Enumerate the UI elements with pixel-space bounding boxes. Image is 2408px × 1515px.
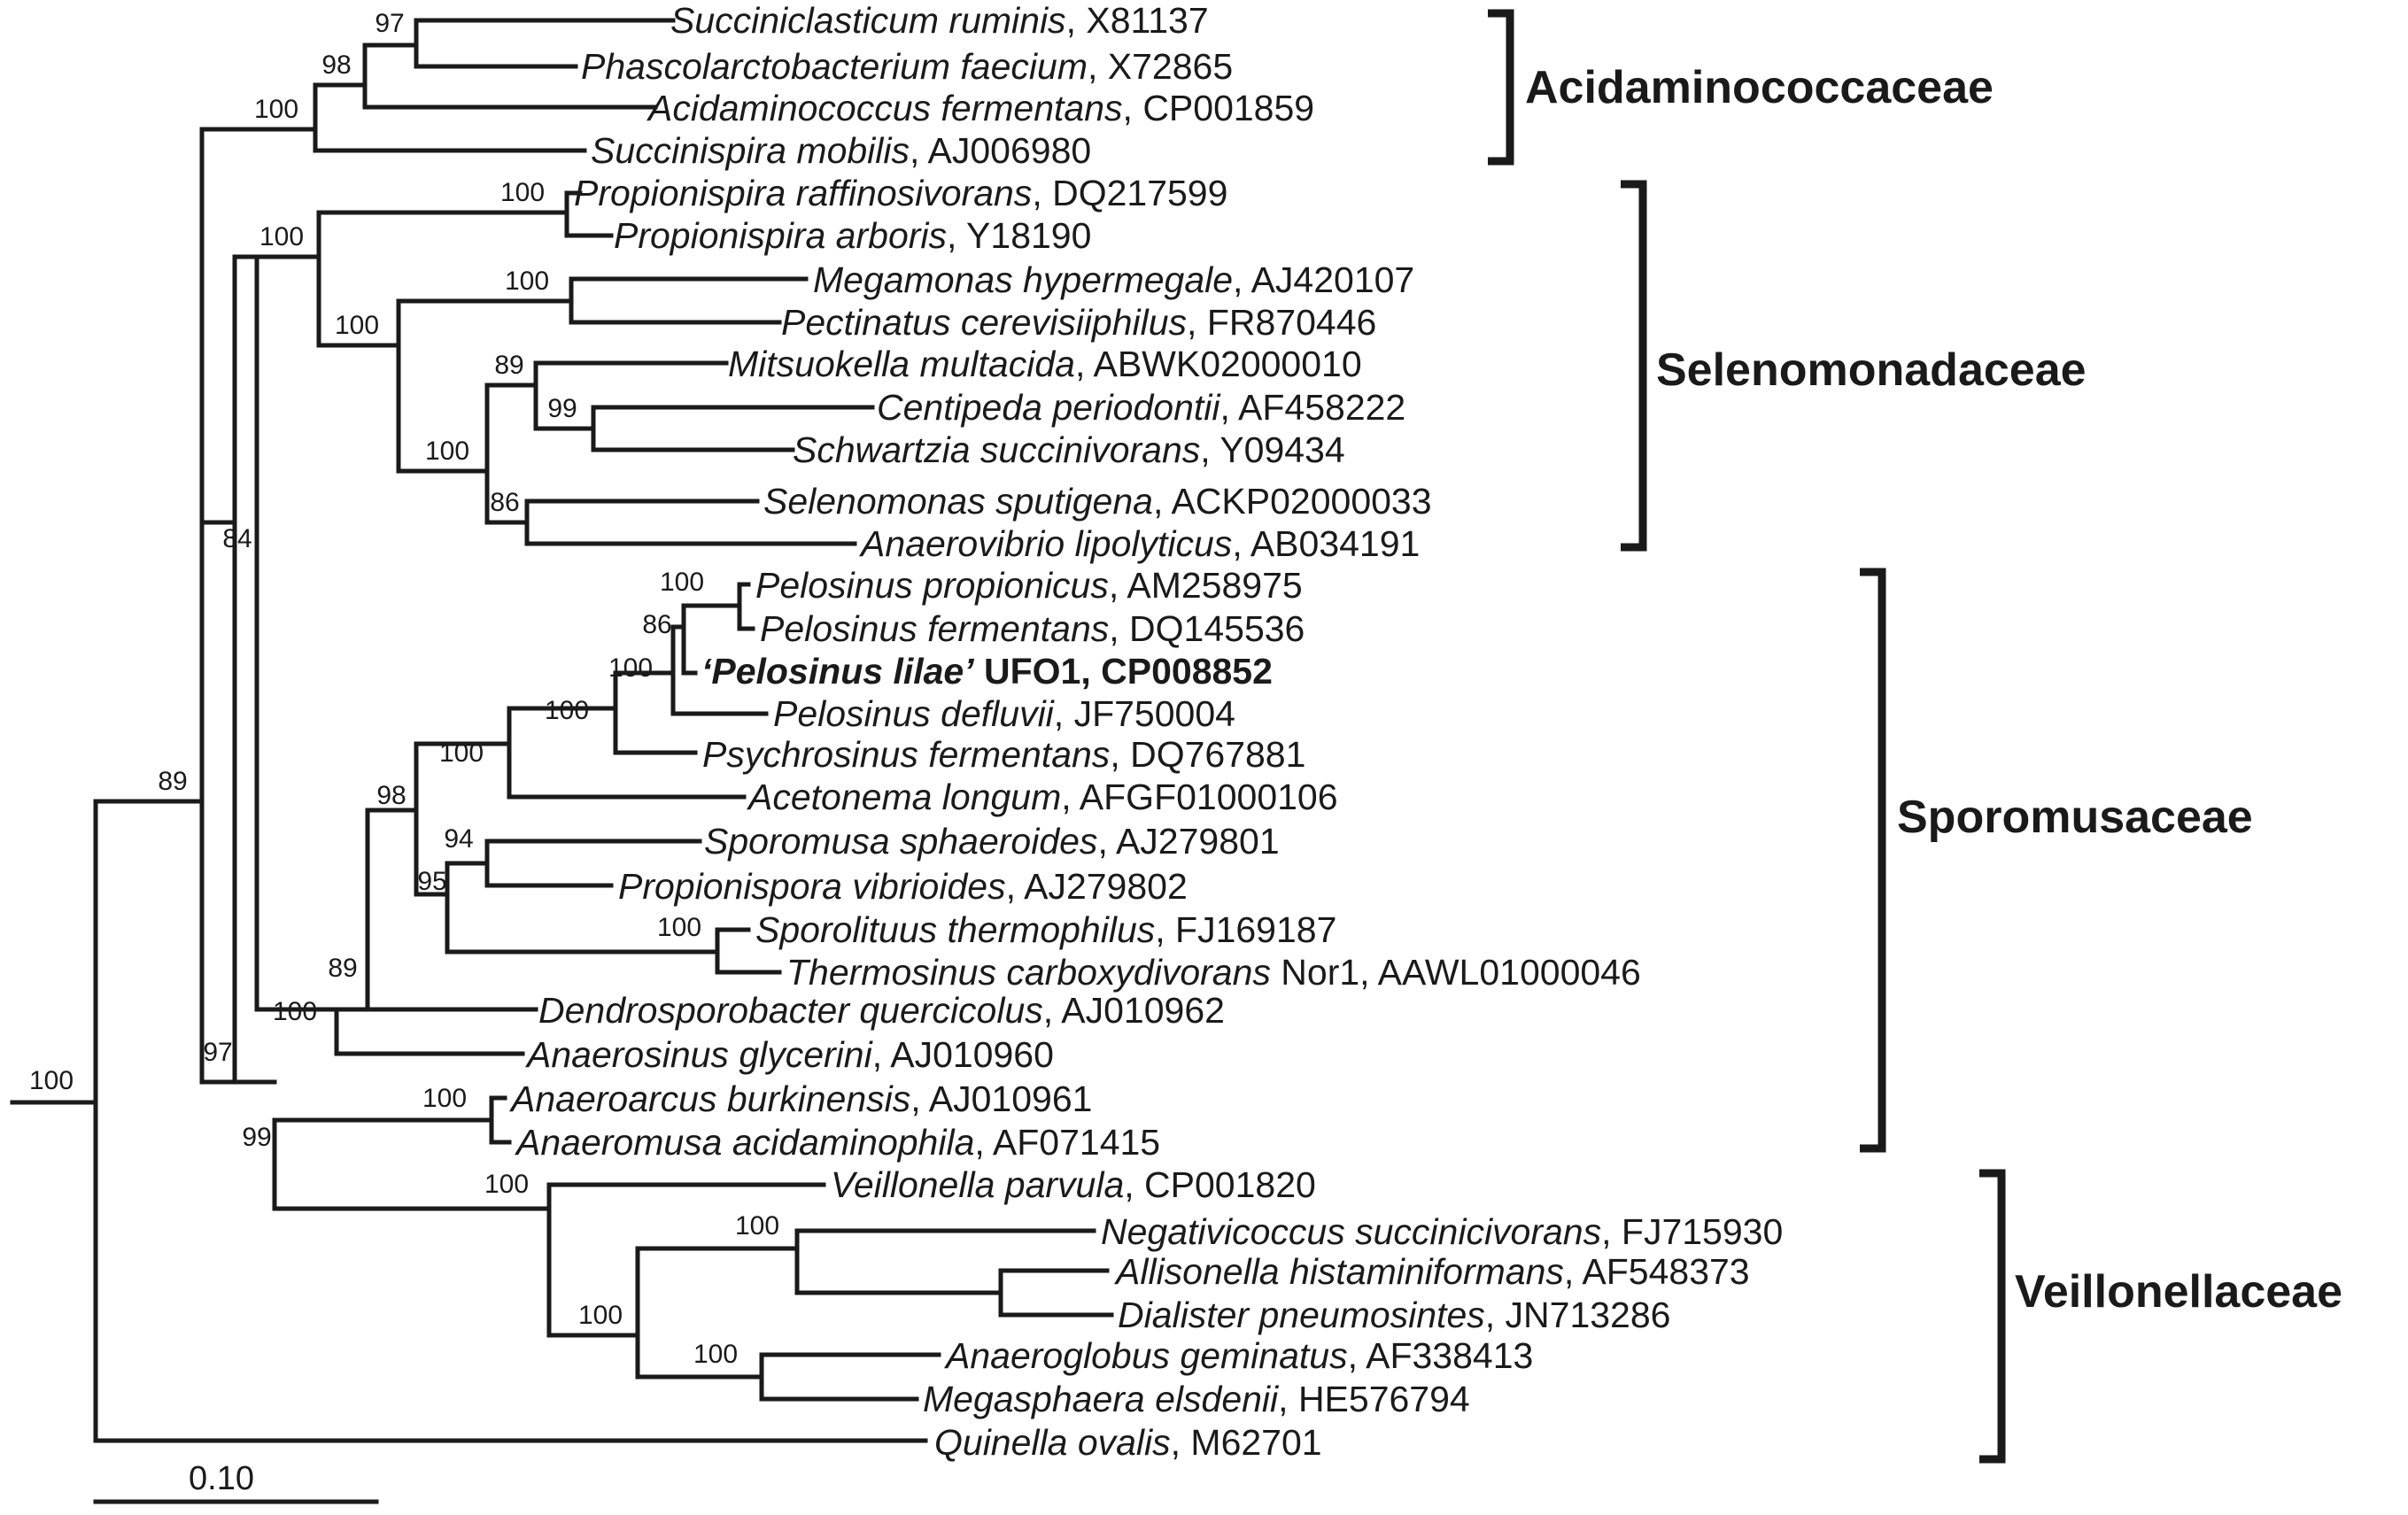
bootstrap-value: 100	[439, 738, 484, 768]
bootstrap-value: 100	[735, 1211, 779, 1241]
taxon-label: Acidaminococcus fermentans, CP001859	[646, 88, 1314, 128]
family-label-sporomusaceae: Sporomusaceae	[1897, 792, 2253, 843]
bootstrap-value: 100	[657, 913, 701, 942]
bootstrap-value: 99	[242, 1123, 271, 1152]
bootstrap-value: 94	[444, 824, 473, 854]
taxon-label: Anaerosinus glycerini, AJ010960	[524, 1034, 1054, 1075]
taxon-label: Centipeda periodontii, AF458222	[877, 387, 1405, 428]
tree-branches	[10, 18, 1114, 1443]
bootstrap-value: 100	[422, 1084, 467, 1113]
taxon-label: Sporomusa sphaeroides, AJ279801	[704, 821, 1280, 862]
taxon-labels: Succiniclasticum ruminis, X81137 Phascol…	[508, 0, 1783, 1463]
bracket-sporomusaceae	[1860, 568, 1886, 1153]
bootstrap-value: 89	[158, 767, 187, 796]
bootstrap-value: 100	[259, 222, 304, 251]
taxon-label: Dendrosporobacter quercicolus, AJ010962	[538, 990, 1225, 1031]
taxon-label: Anaeroglobus geminatus, AF338413	[943, 1335, 1533, 1376]
bootstrap-value: 100	[254, 95, 298, 124]
bootstrap-value: 100	[29, 1066, 74, 1095]
taxon-label: Pectinatus cerevisiiphilus, FR870446	[781, 302, 1376, 343]
bootstrap-value: 100	[273, 997, 317, 1026]
taxon-label: Allisonella histaminiformans, AF548373	[1113, 1251, 1750, 1292]
bootstrap-value: 99	[547, 394, 577, 423]
bootstrap-value: 98	[321, 50, 351, 80]
taxon-label: Negativicoccus succinicivorans, FJ715930	[1101, 1211, 1783, 1252]
taxon-label: Selenomonas sputigena, ACKP02000033	[763, 481, 1432, 522]
bootstrap-value: 100	[545, 696, 589, 725]
family-label-selenomonadaceae: Selenomonadaceae	[1656, 344, 2087, 396]
bootstrap-value: 95	[417, 867, 446, 896]
bootstrap-value: 97	[203, 1038, 232, 1067]
bootstrap-value: 86	[490, 488, 519, 517]
taxon-label: Pelosinus propionicus, AM258975	[755, 565, 1303, 606]
taxon-label: Succiniclasticum ruminis, X81137	[670, 0, 1209, 41]
family-label-acidaminococcaceae: Acidaminococcaceae	[1525, 62, 1994, 113]
bracket-selenomonadaceae	[1621, 180, 1647, 552]
taxon-label: Veillonella parvula, CP001820	[831, 1164, 1316, 1205]
bootstrap-value: 100	[484, 1170, 529, 1199]
taxon-label: Mitsuokella multacida, ABWK02000010	[728, 344, 1362, 384]
scale-bar: 0.10	[93, 1460, 379, 1504]
bootstrap-value: 100	[693, 1340, 738, 1369]
taxon-label: Anaeromusa acidaminophila, AF071415	[514, 1122, 1160, 1163]
bracket-veillonellaceae	[1979, 1169, 2006, 1464]
bootstrap-value: 97	[375, 9, 404, 38]
family-label-veillonellaceae: Veillonellaceae	[2015, 1266, 2342, 1318]
bootstrap-value: 98	[376, 781, 406, 810]
taxon-label: Megamonas hypermegale, AJ420107	[813, 259, 1414, 300]
bootstrap-value: 89	[328, 954, 357, 983]
taxon-label: Psychrosinus fermentans, DQ767881	[702, 734, 1305, 775]
bootstrap-value: 100	[500, 178, 545, 207]
bootstrap-value: 100	[335, 311, 379, 340]
bootstrap-values: 100 89 100 98 97 84 100 100 100 100 100 …	[29, 9, 779, 1369]
taxon-label: Dialister pneumosintes, JN713286	[1118, 1295, 1670, 1335]
bootstrap-value: 100	[608, 653, 653, 683]
taxon-label: Propionispora vibrioides, AJ279802	[618, 866, 1188, 907]
bootstrap-value: 89	[494, 351, 523, 380]
taxon-label: Megasphaera elsdenii, HE576794	[923, 1379, 1470, 1419]
bootstrap-value: 100	[660, 568, 704, 597]
scale-bar-label: 0.10	[189, 1460, 254, 1497]
taxon-label: Anaerovibrio lipolyticus, AB034191	[858, 523, 1420, 564]
taxon-label: Pelosinus defluvii, JF750004	[773, 693, 1235, 734]
taxon-label: Quinella ovalis, M62701	[934, 1422, 1322, 1463]
taxon-label-pelosinus-lilae: ‘Pelosinus lilae’ UFO1, CP008852	[701, 651, 1273, 692]
taxon-label: Anaeroarcus burkinensis, AJ010961	[508, 1078, 1092, 1119]
bootstrap-value: 100	[578, 1301, 623, 1330]
bootstrap-value: 100	[425, 437, 469, 466]
taxon-label: Propionispira arboris, Y18190	[614, 215, 1091, 256]
bootstrap-value: 86	[642, 610, 671, 639]
taxon-label: Schwartzia succinivorans, Y09434	[793, 429, 1345, 470]
bracket-acidaminococcaceae	[1488, 9, 1514, 166]
taxon-label: Phascolarctobacterium faecium, X72865	[581, 46, 1233, 87]
bootstrap-value: 84	[222, 524, 252, 553]
taxon-label: Propionispira raffinosivorans, DQ217599	[574, 173, 1227, 213]
family-brackets: Acidaminococcaceae Selenomonadaceae Spor…	[1488, 9, 2342, 1464]
taxon-label: Sporolituus thermophilus, FJ169187	[755, 909, 1336, 950]
taxon-label: Acetonema longum, AFGF01000106	[746, 777, 1338, 817]
taxon-label: Pelosinus fermentans, DQ145536	[760, 608, 1305, 649]
taxon-label: Succinispira mobilis, AJ006980	[591, 130, 1091, 171]
taxon-label: Thermosinus carboxydivorans Nor1, AAWL01…	[786, 952, 1641, 993]
bootstrap-value: 100	[505, 267, 549, 296]
